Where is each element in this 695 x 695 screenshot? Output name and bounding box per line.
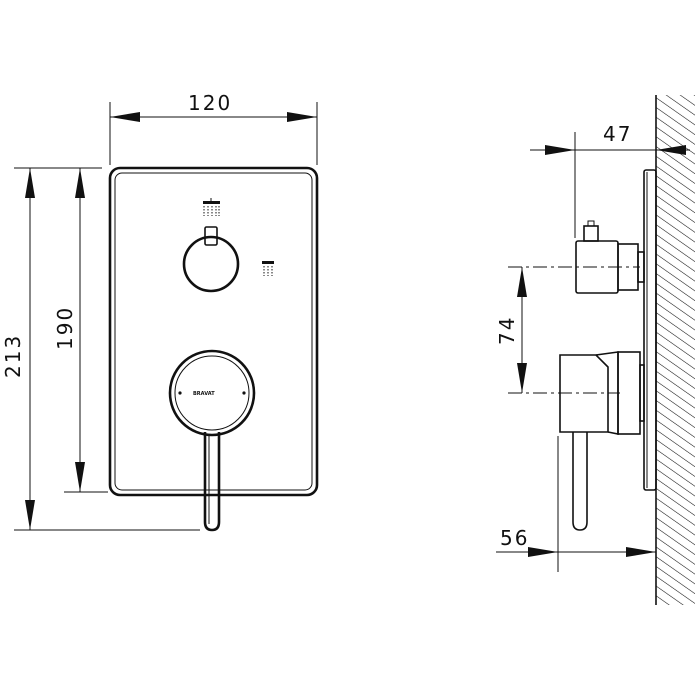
wall-hatching: [656, 95, 695, 605]
dimension-plate-height: 190: [53, 168, 108, 493]
cover-plate-profile: [643, 169, 657, 491]
lever-profile: [572, 432, 588, 531]
diverter-profile: [575, 220, 645, 294]
shower-head-icon: [203, 198, 220, 216]
dim-text-213: 213: [1, 334, 25, 378]
dimension-width: 120: [109, 91, 318, 165]
dim-text-74: 74: [495, 316, 519, 345]
dimension-depth-bottom: 56: [496, 436, 656, 572]
dim-text-120: 120: [188, 91, 232, 115]
dim-text-56: 56: [500, 526, 529, 550]
front-view: BRAVAT 120 213: [1, 91, 319, 532]
dimension-outer-height: 213: [1, 167, 200, 531]
mixer-lever: [203, 432, 221, 532]
dimension-depth-top: 47: [530, 122, 690, 238]
cover-plate-outer: [108, 166, 319, 497]
cover-plate-inner: [114, 172, 313, 491]
mixer-escutcheon: BRAVAT: [168, 349, 256, 437]
dim-text-190: 190: [53, 306, 77, 350]
brand-logo: BRAVAT: [193, 391, 215, 397]
side-view: 47 74 56: [495, 95, 695, 605]
dim-text-47: 47: [603, 122, 632, 146]
hand-shower-icon: [262, 261, 274, 276]
diverter-knob: [182, 226, 240, 293]
dimension-spacing: 74: [495, 267, 527, 393]
